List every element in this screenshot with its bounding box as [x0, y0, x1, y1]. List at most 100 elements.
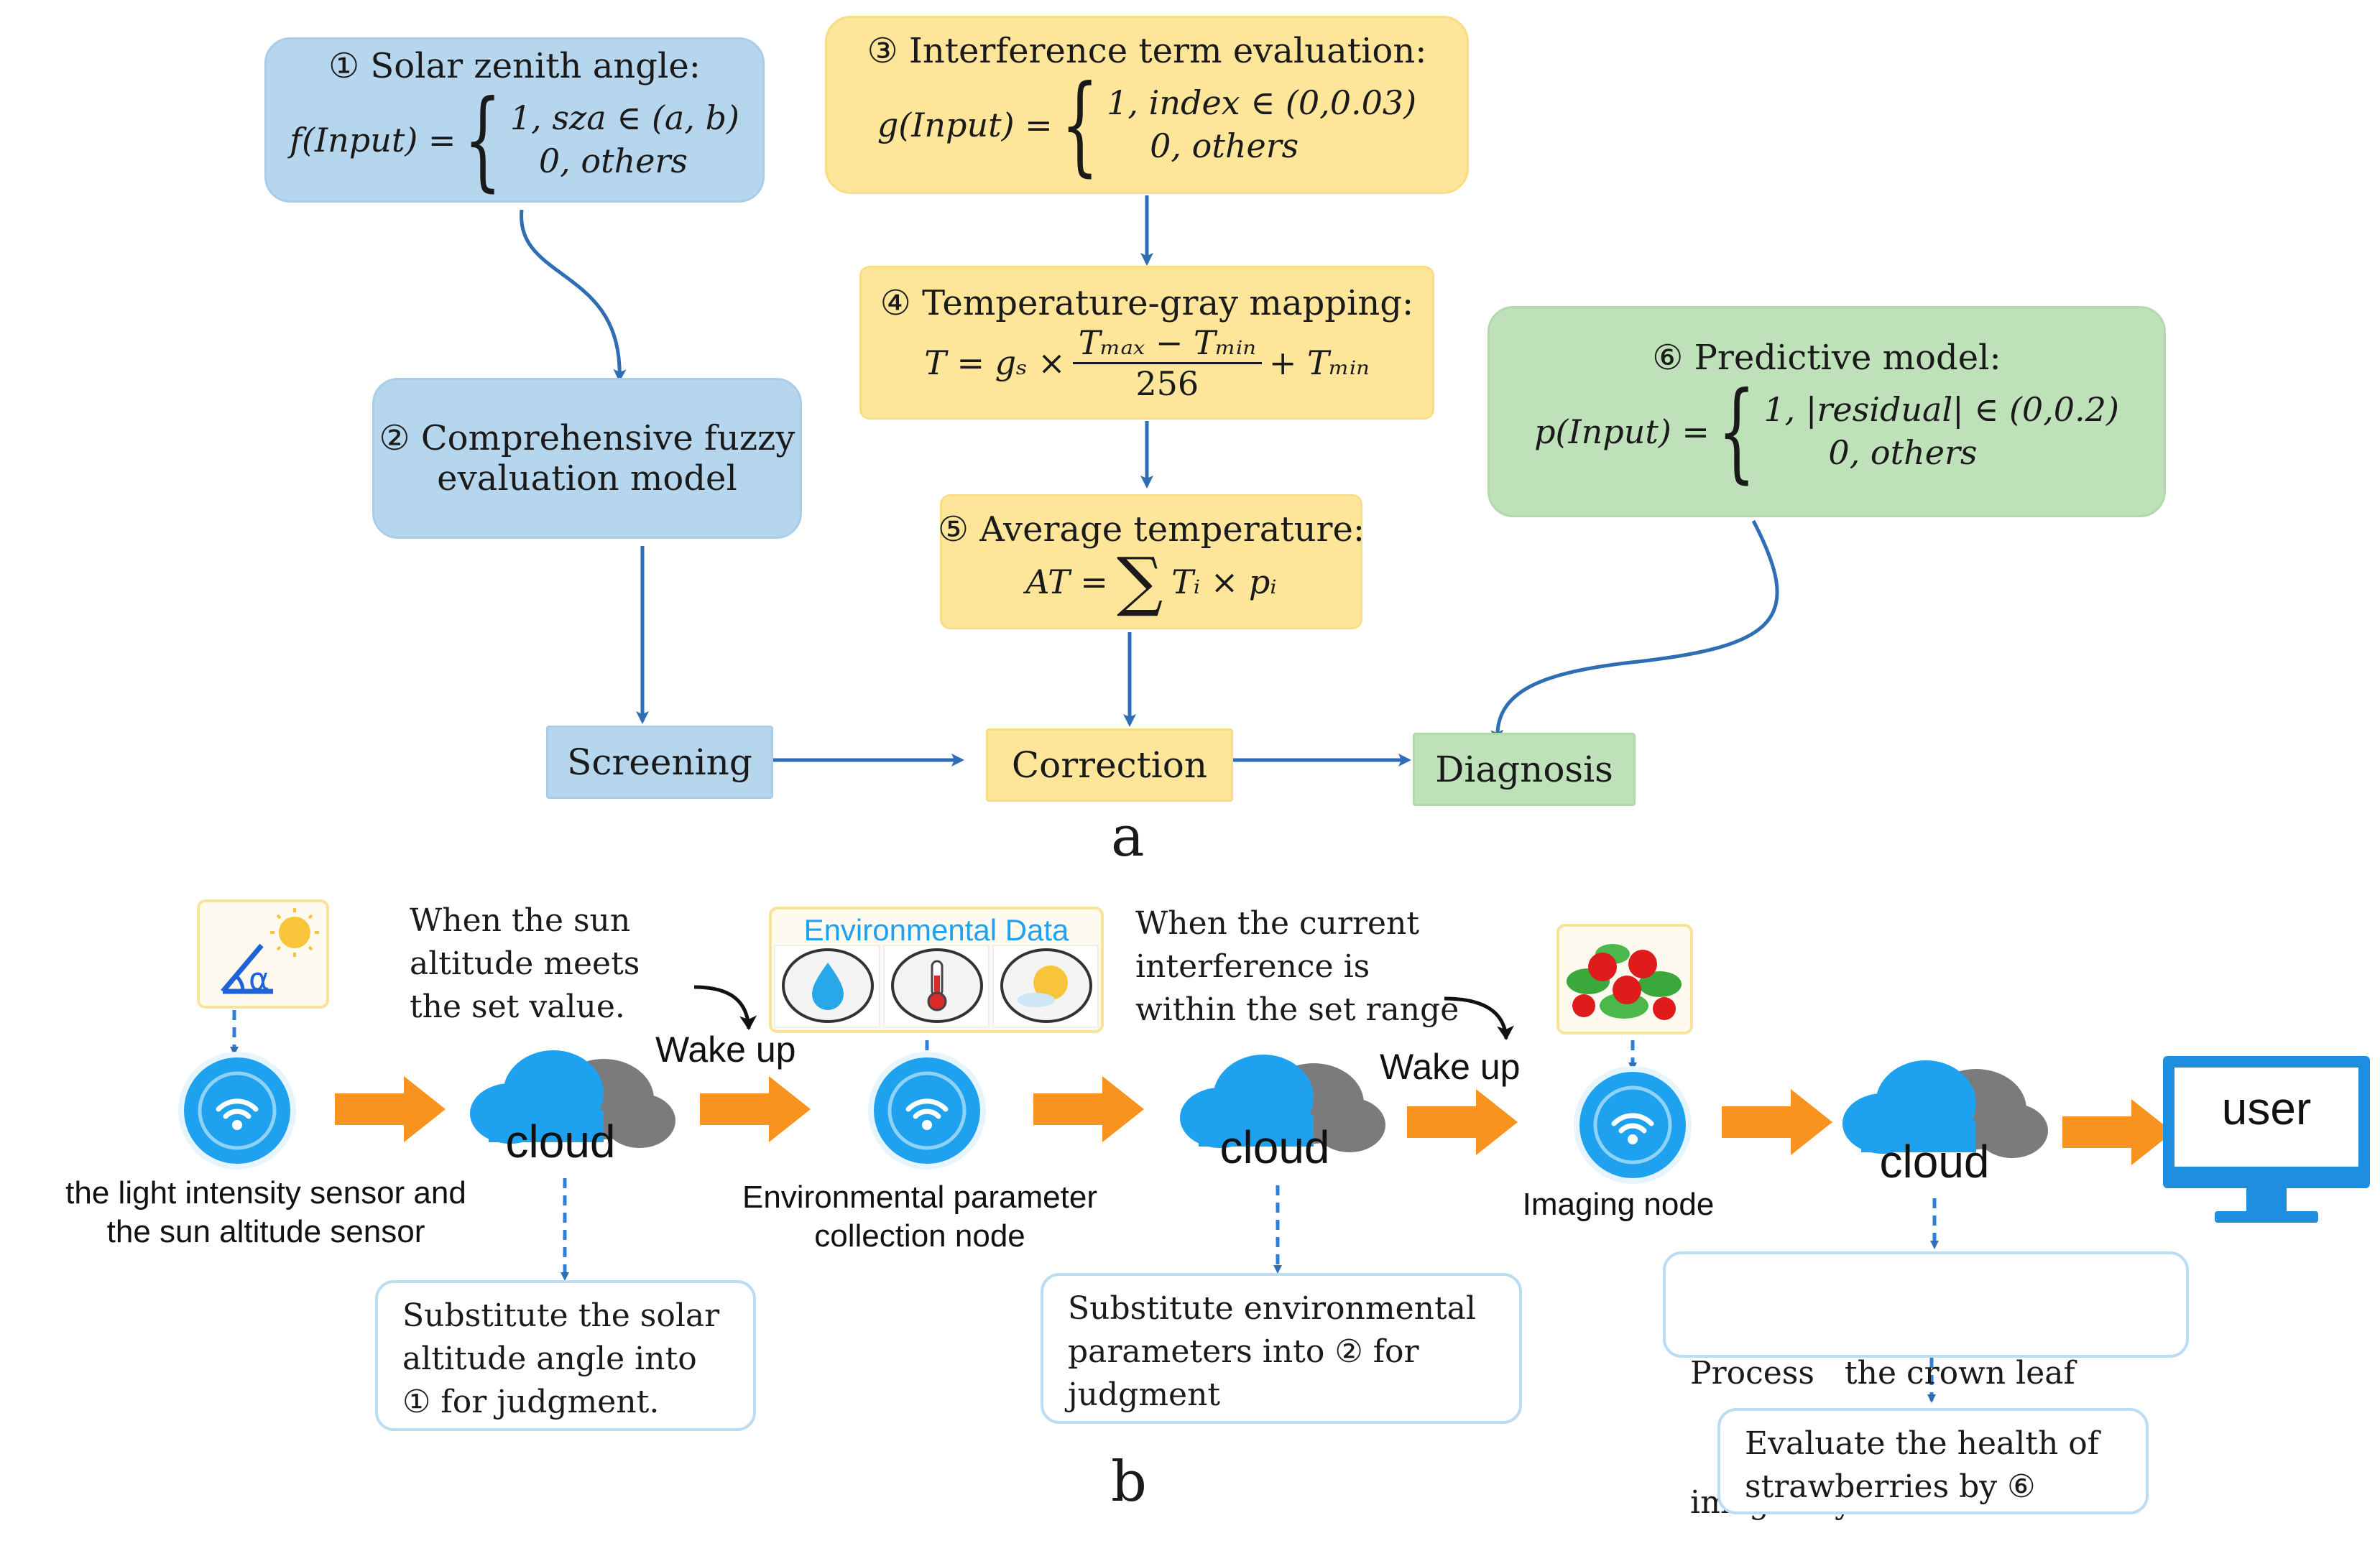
wake-up-label-2: Wake up	[1380, 1047, 1521, 1087]
note-line: altitude angle into	[402, 1341, 697, 1377]
env-node-icon	[868, 1052, 986, 1170]
cloud-icon-2	[1180, 1055, 1385, 1152]
monitor-icon	[2163, 1056, 2370, 1223]
formula-lhs: AT =	[1025, 562, 1108, 601]
formula-cases: 1, index ∈ (0,0.03) 0, others	[1107, 82, 1416, 168]
temperature-gray-formula: T = gₛ × Tₘₐₓ − Tₘᵢₙ 256 + Tₘᵢₙ	[924, 323, 1370, 403]
average-temperature-box: ⑤ Average temperature: AT = ∑ Tᵢ × pᵢ	[937, 494, 1365, 629]
orange-arrow-1	[335, 1076, 446, 1142]
note-line: parameters into ② for	[1068, 1333, 1419, 1370]
solar-zenith-title: ① Solar zenith angle:	[328, 46, 701, 86]
formula-case-2: 0, others	[1828, 433, 1978, 472]
predictive-model-box: ⑥ Predictive model: p(Input) = { 1, |res…	[1488, 306, 2166, 517]
condition-line: When the sun	[410, 902, 631, 939]
formula-cases: 1, |residual| ∈ (0,0.2) 0, others	[1763, 389, 2118, 475]
cloud-icon-3	[1842, 1060, 2048, 1158]
note-line: Substitute the solar	[402, 1297, 720, 1334]
note-line: strawberries by ⑥	[1745, 1468, 2036, 1505]
sun-angle-icon	[197, 899, 329, 1009]
curved-arrow-2	[1444, 996, 1515, 1040]
panel-a-label: a	[1111, 805, 1145, 869]
condition-line: When the current	[1135, 905, 1420, 942]
brace-symbol: {	[1717, 369, 1756, 494]
user-label: user	[2221, 1083, 2312, 1134]
correction-stage: Correction	[986, 728, 1233, 802]
formula-lhs: T = gₛ ×	[924, 343, 1066, 382]
orange-arrow-2	[700, 1076, 811, 1142]
note-evaluate-health: Evaluate the health of strawberries by ⑥	[1717, 1408, 2149, 1514]
env-data-title: Environmental Data	[803, 913, 1069, 947]
formula-case-1: 1, sza ∈ (a, b)	[509, 98, 739, 138]
diagnosis-stage: Diagnosis	[1413, 733, 1636, 806]
formula-case-1: 1, index ∈ (0,0.03)	[1107, 83, 1417, 123]
average-temperature-formula: AT = ∑ Tᵢ × pᵢ	[1025, 550, 1276, 614]
alpha-symbol: α	[249, 961, 269, 998]
panel-b-label: b	[1111, 1450, 1147, 1514]
formula-rhs: Tᵢ × pᵢ	[1171, 562, 1277, 601]
note-line: ① for judgment.	[402, 1384, 660, 1420]
edge-box1-to-box2	[520, 209, 627, 382]
water-drop-icon	[782, 948, 874, 1023]
note-line: judgment	[1068, 1376, 1221, 1413]
screening-stage: Screening	[546, 726, 773, 799]
env-node-caption: Environmental parameter collection node	[690, 1178, 1150, 1256]
note-line: Process the crown leaf	[1690, 1355, 2075, 1392]
brace-symbol: {	[1061, 62, 1099, 187]
interference-formula: g(Input) = { 1, index ∈ (0,0.03) 0, othe…	[877, 71, 1416, 179]
edge-box6-to-diagnosis	[1490, 519, 1779, 743]
fraction-numerator: Tₘₐₓ − Tₘᵢₙ	[1072, 323, 1262, 364]
temperature-gray-title: ④ Temperature-gray mapping:	[880, 282, 1414, 323]
caption-line: the light intensity sensor and	[65, 1175, 466, 1210]
cloud-label-2: cloud	[1219, 1121, 1330, 1173]
orange-arrow-4	[1407, 1089, 1518, 1155]
orange-arrow-5	[1722, 1089, 1832, 1155]
caption-line: collection node	[814, 1218, 1025, 1254]
sensor-node-icon	[178, 1052, 296, 1170]
fraction-denominator: 256	[1135, 364, 1199, 403]
formula-cases: 1, sza ∈ (a, b) 0, others	[510, 97, 739, 183]
curved-arrow-1	[693, 985, 757, 1030]
interference-title: ③ Interference term evaluation:	[867, 31, 1427, 71]
brace-symbol: {	[463, 78, 502, 203]
fuzzy-line-2: evaluation model	[437, 458, 737, 499]
formula-case-1: 1, |residual| ∈ (0,0.2)	[1763, 390, 2119, 430]
sun-cloud-icon	[1000, 948, 1092, 1023]
note-solar-altitude: Substitute the solar altitude angle into…	[375, 1280, 756, 1431]
sigma-symbol: ∑	[1116, 544, 1163, 619]
formula-rhs: + Tₘᵢₙ	[1268, 343, 1370, 382]
formula-lhs: f(Input) =	[290, 121, 456, 159]
note-line: Evaluate the health of	[1745, 1425, 2100, 1462]
condition-sun-altitude: When the sun altitude meets the set valu…	[410, 899, 640, 1029]
imaging-node-caption: Imaging node	[1522, 1187, 1715, 1222]
condition-line: the set value.	[410, 989, 625, 1025]
cloud-label-1: cloud	[505, 1116, 616, 1167]
thermometer-icon	[891, 948, 983, 1023]
caption-line: Environmental parameter	[742, 1180, 1097, 1215]
sensor-node-caption: the light intensity sensor and the sun a…	[7, 1174, 525, 1251]
condition-interference: When the current interference is within …	[1135, 902, 1459, 1032]
condition-line: interference is	[1135, 948, 1370, 985]
cloud-icon-1	[470, 1050, 675, 1148]
orange-arrow-3	[1033, 1076, 1144, 1142]
note-environmental: Substitute environmental parameters into…	[1041, 1273, 1522, 1424]
cloud-label-3: cloud	[1879, 1136, 1990, 1187]
fuzzy-line-1: ② Comprehensive fuzzy	[379, 418, 795, 458]
average-temperature-title: ⑤ Average temperature:	[937, 509, 1365, 550]
wake-up-label-1: Wake up	[655, 1029, 796, 1070]
note-line: Substitute environmental	[1068, 1290, 1476, 1327]
predictive-model-title: ⑥ Predictive model:	[1652, 338, 2001, 378]
orange-arrow-6	[2062, 1099, 2173, 1165]
solar-zenith-box: ① Solar zenith angle: f(Input) = { 1, sz…	[264, 37, 765, 203]
interference-box: ③ Interference term evaluation: g(Input)…	[825, 16, 1469, 194]
strawberry-plant-icon	[1556, 924, 1693, 1034]
formula-case-2: 0, others	[538, 142, 688, 180]
condition-line: within the set range	[1135, 991, 1459, 1028]
formula-lhs: p(Input) =	[1534, 412, 1710, 451]
caption-line: the sun altitude sensor	[106, 1214, 425, 1249]
note-process-images: Process the crown leaf images by ③④⑤	[1663, 1251, 2189, 1521]
predictive-model-formula: p(Input) = { 1, |residual| ∈ (0,0.2) 0, …	[1534, 378, 2119, 486]
formula-lhs: g(Input) =	[877, 106, 1053, 144]
solar-zenith-formula: f(Input) = { 1, sza ∈ (a, b) 0, others	[290, 86, 739, 194]
imaging-node-icon	[1574, 1066, 1692, 1184]
